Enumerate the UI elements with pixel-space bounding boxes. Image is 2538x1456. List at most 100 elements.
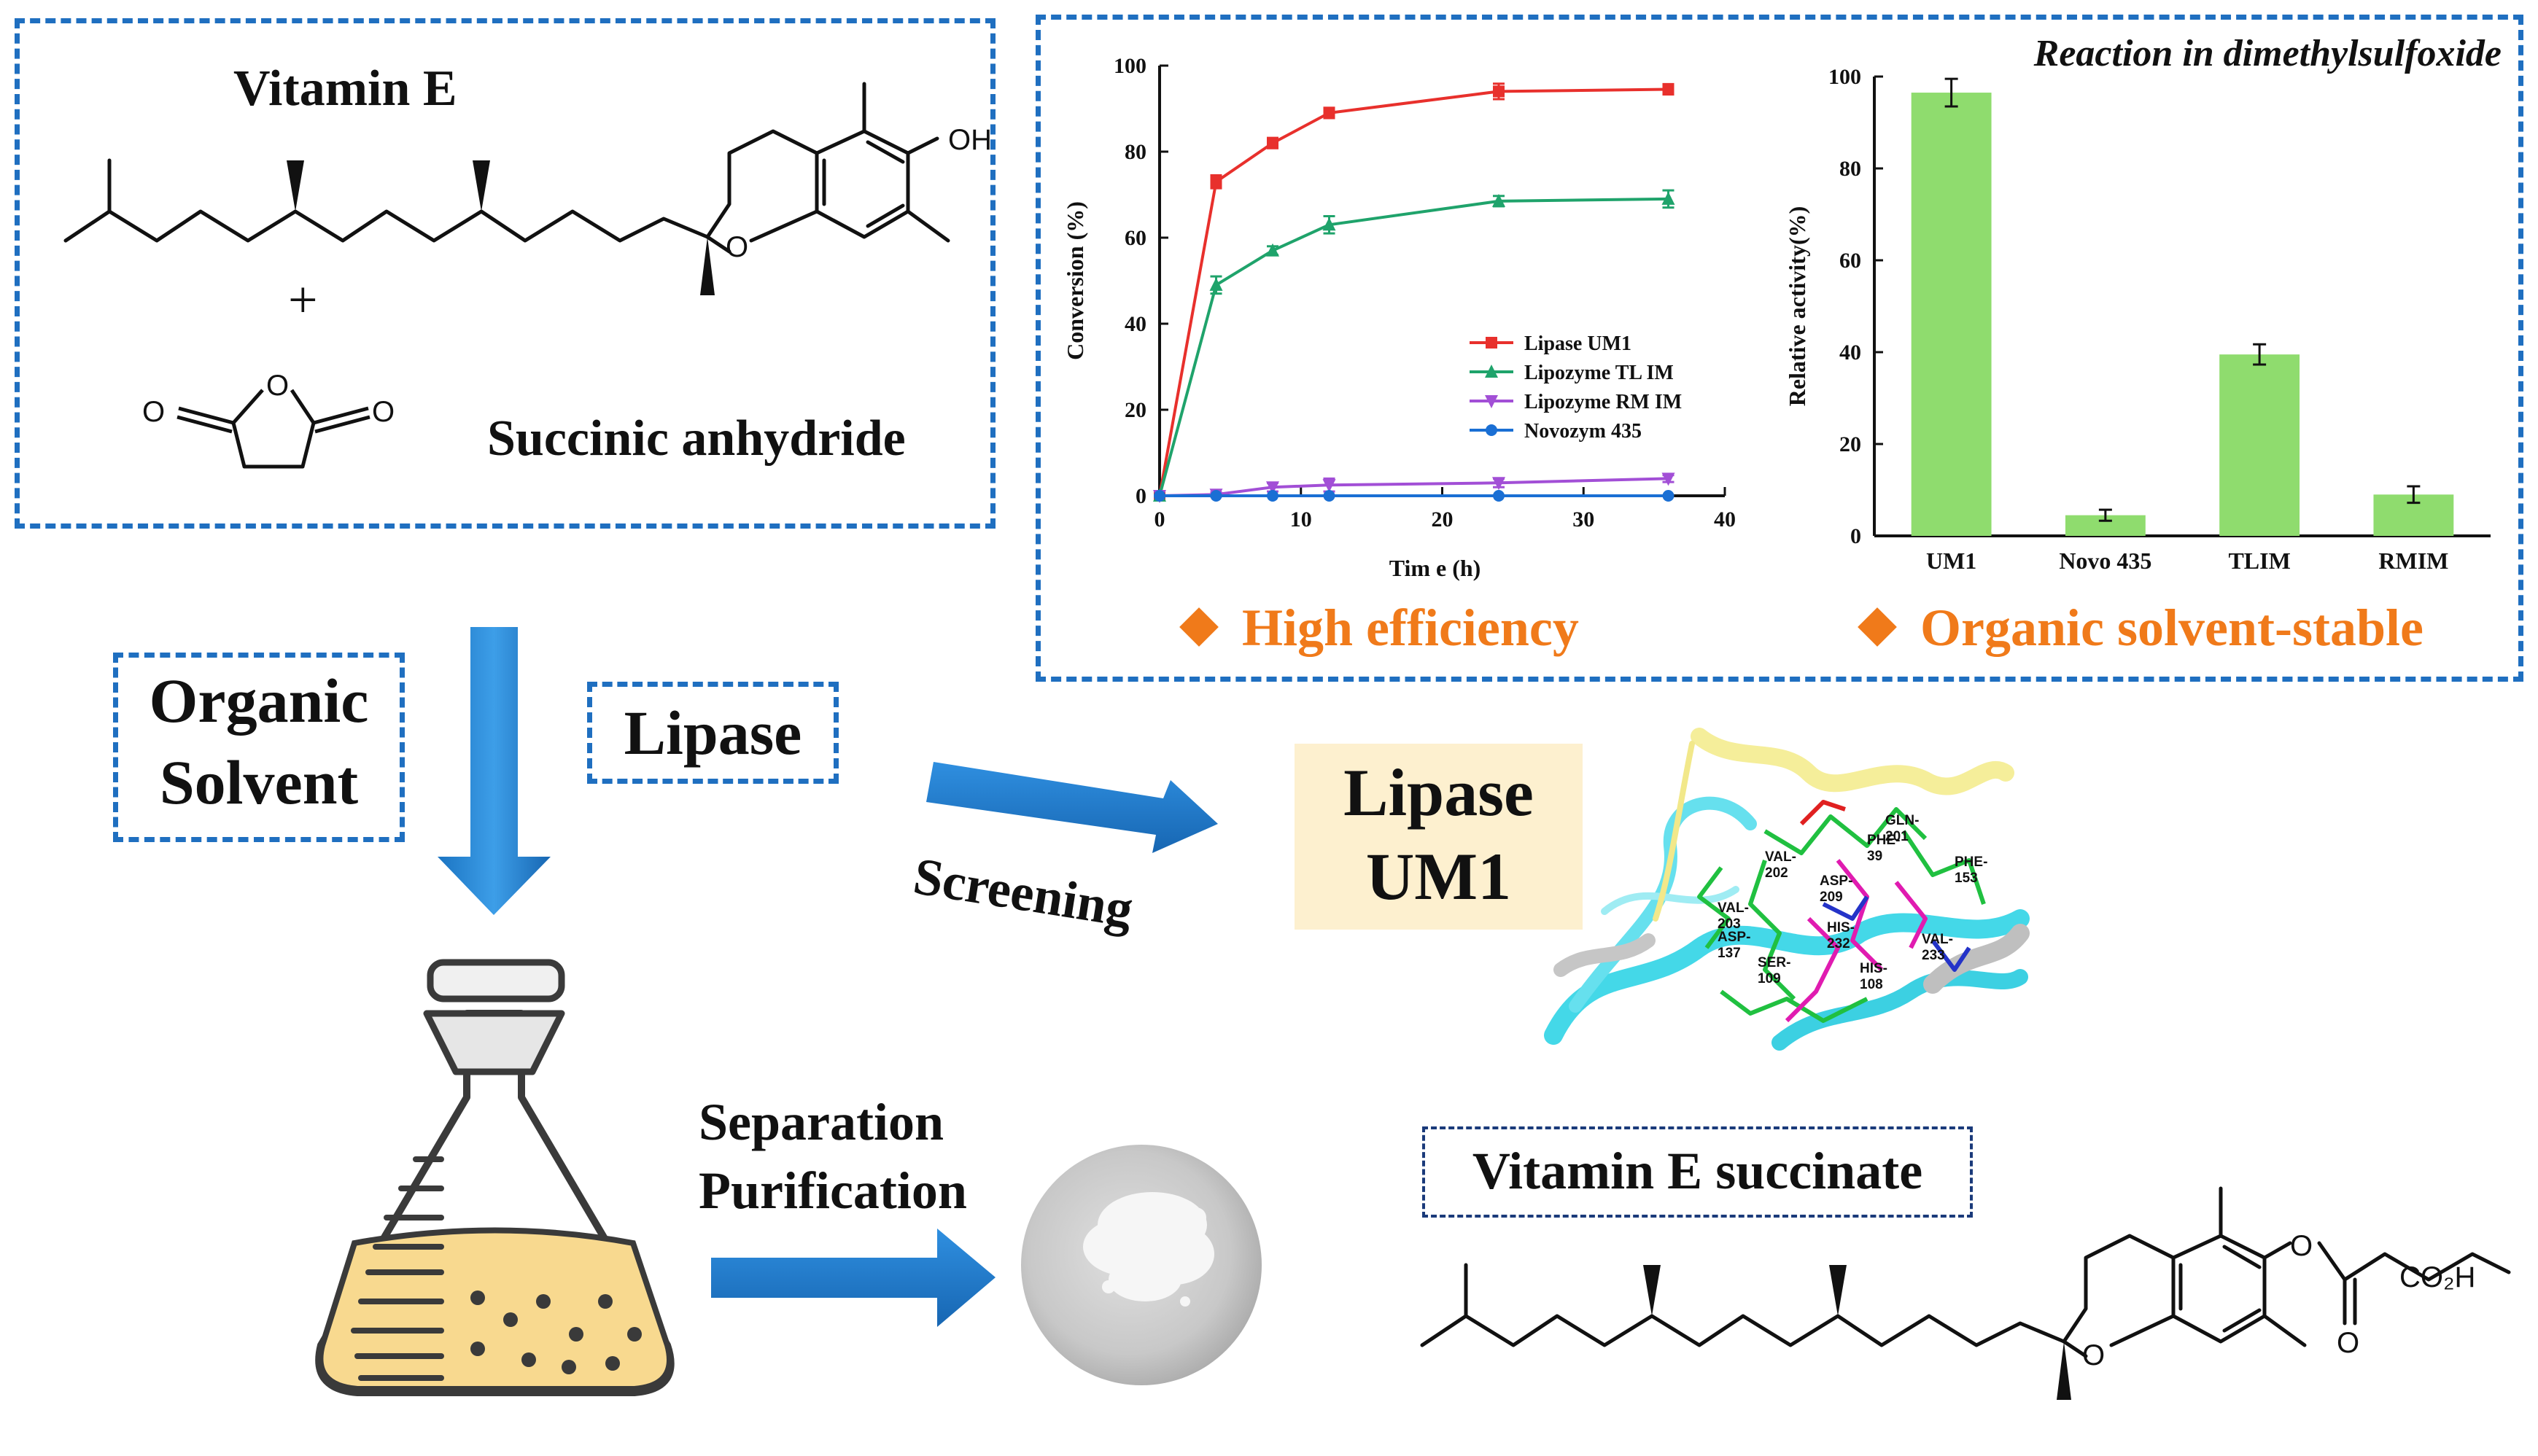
oh-label: OH xyxy=(948,124,992,156)
residue-label: VAL-233 xyxy=(1922,932,1953,963)
organic-word: Organic xyxy=(149,666,369,736)
reactants-box xyxy=(15,18,996,529)
residue-label: PHE-39 xyxy=(1867,833,1901,864)
residue-label: HIS-232 xyxy=(1827,920,1855,951)
category-label: TLIM xyxy=(2228,548,2290,574)
data-point xyxy=(1210,490,1222,502)
data-point xyxy=(1266,243,1279,257)
chart-title: Reaction in dimethylsulfoxide xyxy=(2033,33,2502,74)
data-point xyxy=(1492,477,1505,491)
data-point xyxy=(1322,479,1336,493)
data-point xyxy=(1267,490,1278,502)
category-label: UM1 xyxy=(1926,548,1976,574)
ester-oxygen-label: O xyxy=(2290,1230,2313,1262)
series-line xyxy=(1159,477,1669,497)
succinic-anhydride-label: Succinic anhydride xyxy=(487,410,906,467)
data-point xyxy=(1267,137,1278,149)
y-tick-label: 60 xyxy=(1125,226,1146,250)
screening-arrow xyxy=(926,762,1218,853)
lipase-word: Lipase xyxy=(1343,755,1534,830)
organic-solvent-label: Organic Solvent xyxy=(113,660,405,823)
data-point xyxy=(1323,490,1335,502)
down-arrow xyxy=(438,627,551,915)
series-line xyxy=(1158,87,1669,497)
separation-label: Separation xyxy=(699,1093,944,1151)
lipase-um1-panel xyxy=(1295,744,1583,930)
data-point xyxy=(1661,191,1675,205)
solvent-stable-text: Organic solvent-stable xyxy=(1920,599,2423,657)
residue-label: VAL-203 xyxy=(1718,900,1749,932)
data-point xyxy=(1492,193,1505,207)
series-line xyxy=(1158,197,1669,497)
residue-label: PHE-153 xyxy=(1955,854,1988,886)
vitamin-e-structure xyxy=(63,82,950,295)
results-box xyxy=(1036,15,2523,682)
organic-solvent-box xyxy=(113,653,405,842)
y-tick-label: 80 xyxy=(1125,140,1146,164)
lipase-label: Lipase xyxy=(624,698,802,768)
diamond-bullet-icon xyxy=(1858,607,1897,647)
residue-label: ASP-137 xyxy=(1718,930,1751,961)
residue-label: VAL-202 xyxy=(1765,849,1796,881)
y-axis-label: Conversion (%) xyxy=(1062,201,1088,360)
x-tick-label: 20 xyxy=(1432,507,1454,532)
y-tick-label: 0 xyxy=(1136,484,1146,508)
category-label: Novo 435 xyxy=(2059,548,2151,574)
product-photo xyxy=(1021,1145,1262,1385)
high-efficiency-text: High efficiency xyxy=(1242,599,1579,657)
product-label-box xyxy=(1422,1126,1973,1218)
product-ring-oxygen-label: O xyxy=(2082,1339,2105,1371)
data-point xyxy=(1662,83,1674,96)
legend-marker xyxy=(1486,337,1497,349)
plus-sign: + xyxy=(288,270,318,329)
data-point xyxy=(1266,481,1279,495)
vitamin-e-succinate-structure xyxy=(1420,1186,2511,1400)
vitamin-e-label: Vitamin E xyxy=(233,61,457,117)
legend-label: Novozym 435 xyxy=(1524,420,1642,443)
bar xyxy=(2219,354,2300,536)
y-tick-label: 100 xyxy=(1828,65,1861,89)
legend-label: Lipozyme TL IM xyxy=(1524,362,1674,384)
residue-label: GLN-201 xyxy=(1885,813,1920,844)
x-tick-label: 0 xyxy=(1154,507,1165,532)
residue-label: SER-109 xyxy=(1758,955,1791,986)
category-label: RMIM xyxy=(2378,548,2448,574)
x-tick-label: 10 xyxy=(1290,507,1312,532)
y-tick-label: 60 xyxy=(1839,249,1861,273)
residue-label: HIS-108 xyxy=(1860,961,1887,992)
y-tick-label: 40 xyxy=(1125,312,1146,336)
data-point xyxy=(1154,490,1165,502)
legend-marker xyxy=(1485,395,1498,408)
separation-arrow xyxy=(711,1229,996,1327)
carboxylic-acid-label: CO₂H xyxy=(2399,1261,2475,1293)
x-axis-label: Tim e (h) xyxy=(1389,555,1481,581)
y-tick-label: 40 xyxy=(1839,340,1861,365)
data-point xyxy=(1662,490,1674,502)
anhydride-o-right: O xyxy=(372,396,395,428)
lipase-um1-label: Lipase UM1 xyxy=(1295,751,1583,919)
diamond-bullet-icon xyxy=(1179,607,1219,647)
data-point xyxy=(1493,85,1505,98)
carbonyl-oxygen-label: O xyxy=(2337,1327,2359,1359)
relative-activity-bar-chart: Reaction in dimethylsulfoxide02040608010… xyxy=(1784,33,2502,574)
product-label: Vitamin E succinate xyxy=(1472,1142,1923,1200)
y-tick-label: 80 xyxy=(1839,157,1861,181)
y-tick-label: 20 xyxy=(1125,398,1146,422)
residue-label: ASP-209 xyxy=(1820,873,1853,905)
anhydride-o-left: O xyxy=(142,396,165,428)
data-point xyxy=(1661,472,1675,486)
succinic-anhydride-structure xyxy=(176,389,370,469)
solvent-word: Solvent xyxy=(159,747,359,817)
purification-label: Purification xyxy=(699,1161,967,1220)
x-tick-label: 40 xyxy=(1714,507,1736,532)
data-point xyxy=(1210,176,1222,188)
data-point xyxy=(1209,277,1223,291)
y-axis-label: Relative activity(%) xyxy=(1784,206,1810,407)
legend-label: Lipozyme RM IM xyxy=(1524,391,1682,413)
legend-marker xyxy=(1485,365,1498,378)
bar xyxy=(1911,93,1992,537)
x-tick-label: 30 xyxy=(1572,507,1594,532)
